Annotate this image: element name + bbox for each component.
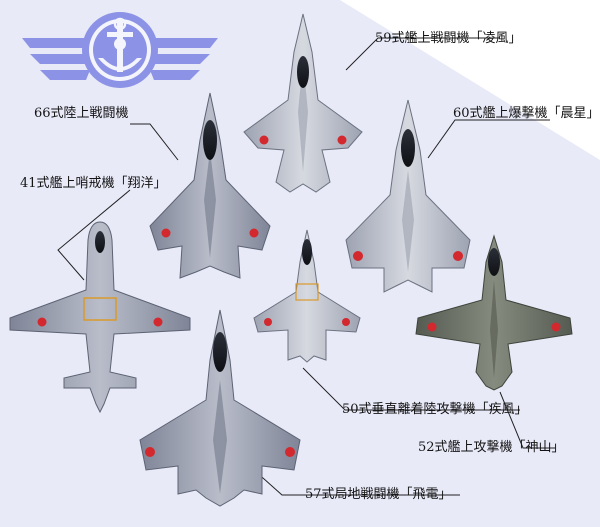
roundel-icon <box>264 318 272 326</box>
aircraft-type60 <box>345 99 471 293</box>
aircraft-type52 <box>415 234 573 391</box>
aircraft-type41 <box>9 221 191 414</box>
roundel-icon <box>259 135 269 145</box>
label-type60: 60式艦上爆撃機「晨星」 <box>453 106 600 121</box>
leader-lines <box>57 37 555 496</box>
label-type50: 50式垂直離着陸攻撃機「疾風」 <box>342 402 528 417</box>
roundel-icon <box>145 447 155 457</box>
roundel-icon <box>353 251 363 261</box>
label-type66: 66式陸上戦闘機 <box>34 106 129 121</box>
aircraft-type59 <box>243 13 363 193</box>
label-type59: 59式艦上戦闘機「凌風」 <box>375 31 522 46</box>
label-type52: 52式艦上攻撃機「神山」 <box>418 440 565 455</box>
label-type57: 57式局地戦闘機「飛電」 <box>305 487 452 502</box>
aircraft-type50 <box>253 229 361 363</box>
roundel-icon <box>337 135 347 145</box>
roundel-icon <box>249 228 259 238</box>
aircraft-type57 <box>139 309 301 507</box>
roundel-icon <box>453 251 463 261</box>
label-type41: 41式艦上哨戒機「翔洋」 <box>20 176 167 191</box>
roundel-icon <box>551 322 561 332</box>
roundel-icon <box>342 318 350 326</box>
roundel-icon <box>153 317 163 327</box>
aircraft-type66 <box>149 92 271 279</box>
roundel-icon <box>285 447 295 457</box>
roundel-icon <box>37 317 47 327</box>
anchor-wings-icon <box>22 12 218 88</box>
roundel-icon <box>161 228 171 238</box>
roundel-icon <box>427 322 437 332</box>
